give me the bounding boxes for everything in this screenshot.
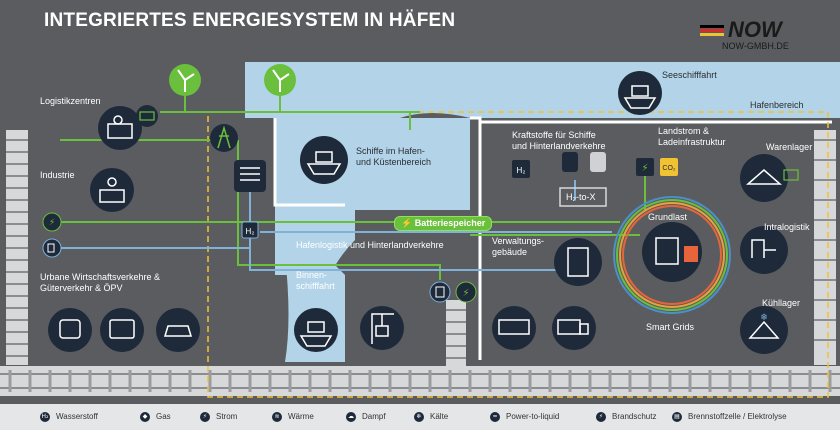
h2-to-x-box [559, 187, 607, 207]
crane-icon [360, 306, 404, 350]
label-grundlast: Grundlast [648, 212, 688, 222]
logo-word: NOW [728, 17, 784, 42]
power-icon: ⚡ [42, 212, 62, 232]
power-icon: ⚡ [200, 412, 210, 422]
fire-protection-icon: ⚡ [596, 412, 606, 422]
wind-turbine-icon [264, 64, 296, 96]
label-seeschifffahrt: Seeschifffahrt [662, 70, 717, 80]
svg-text:⚡: ⚡ [462, 288, 469, 299]
tank-icon [562, 152, 578, 172]
power-icon: ⚡ [636, 158, 654, 176]
label-logistikzentren: Logistikzentren [40, 96, 101, 106]
harbor-ship-icon [300, 136, 348, 184]
legend-item-gas: ◆Gas [140, 412, 171, 422]
label-landstrom-1: Landstrom & [658, 126, 710, 136]
label-urbane-1: Urbane Wirtschaftsverkehre & [40, 272, 161, 282]
solar-panel-icon [136, 105, 158, 127]
fuel-cell-icon [234, 160, 266, 192]
fuel-pump-icon [42, 238, 62, 258]
label-intralogistik: Intralogistik [764, 222, 810, 232]
label-schiffe-1: Schiffe im Hafen- [356, 146, 425, 156]
label-h2-to-x: H₂-to-X [566, 192, 596, 202]
label-kraftstoffe-2: und Hinterlandverkehre [512, 141, 606, 151]
logistics-center-icon [98, 106, 142, 150]
label-warenlager: Warenlager [766, 142, 813, 152]
label-hafenbereich: Hafenbereich [750, 100, 804, 110]
power-to-liquid-icon: ≈ [490, 412, 500, 422]
rail-vertical-right [814, 130, 836, 365]
hydrogen-icon: H₂ [512, 160, 530, 178]
label-urbane-2: Güterverkehr & ÖPV [40, 283, 123, 293]
rail-vertical-mid [446, 300, 466, 372]
label-hafenlogistik: Hafenlogistik und Hinterlandverkehre [296, 240, 444, 250]
label-binnen-2: schifffahrt [296, 281, 335, 291]
svg-text:❄: ❄ [760, 313, 768, 323]
label-verwaltung-1: Verwaltungs- [492, 236, 545, 246]
label-industrie: Industrie [40, 170, 75, 180]
fuel-cell-icon: ▤ [672, 412, 682, 422]
legend-item-power: ⚡Strom [200, 412, 237, 422]
gas-icon: ◆ [140, 412, 150, 422]
label-binnen-1: Binnen- [296, 270, 328, 280]
legend-item-fuel-cell: ▤Brennstoffzelle / Elektrolyse [672, 412, 787, 422]
label-schiffe-2: und Küstenbereich [356, 157, 432, 167]
now-logo: NOW NOW-GMBH.DE [700, 13, 818, 53]
smart-grid-ring [613, 196, 731, 314]
quay-edge [470, 116, 482, 360]
legend-item-cold: ❄Kälte [414, 412, 448, 422]
logo-url: NOW-GMBH.DE [722, 41, 789, 51]
wind-turbine-icon [169, 64, 201, 96]
harbor-edge [273, 118, 345, 207]
rail-horizontal [0, 366, 840, 396]
legend-item-heat: ≋Wärme [272, 412, 314, 422]
svg-text:H₂: H₂ [517, 166, 526, 175]
page-title: INTEGRIERTES ENERGIESYSTEM IN HÄFEN [44, 10, 456, 31]
forklift-icon [740, 226, 788, 274]
power-icon: ⚡ [455, 281, 477, 303]
base-load-icon [642, 222, 702, 282]
svg-text:CO₂: CO₂ [662, 165, 676, 172]
sea-ship-icon [618, 71, 662, 115]
label-verwaltung-2: gebäude [492, 247, 528, 257]
label-landstrom-2: Ladeinfrastruktur [658, 137, 726, 147]
truck-icon [552, 306, 596, 350]
car-icon [156, 308, 200, 352]
legend-item-fire-protection: ⚡Brandschutz [596, 412, 656, 422]
office-building-icon [554, 238, 602, 286]
battery-storage-badge: ⚡ Batteriespeicher [394, 216, 493, 231]
steam-icon: ☁ [346, 412, 356, 422]
inland-ship-icon [294, 308, 338, 352]
train-icon [48, 308, 92, 352]
power-pylon-icon [210, 124, 238, 152]
charging-station-icon [429, 281, 451, 303]
freight-train-icon [492, 306, 536, 350]
industry-icon [90, 168, 134, 212]
svg-text:⚡: ⚡ [641, 163, 648, 174]
rail-vertical-left [6, 130, 28, 365]
tank-icon [590, 152, 606, 172]
bus-icon [100, 308, 144, 352]
label-kuehllager: Kühllager [762, 298, 801, 308]
warehouse-icon [740, 154, 799, 202]
heat-icon: ≋ [272, 412, 282, 422]
label-kraftstoffe-1: Kraftstoffe für Schiffe [512, 130, 596, 140]
cold-icon: ❄ [414, 412, 424, 422]
sea-water [245, 62, 840, 118]
co2-icon: CO₂ [660, 158, 678, 176]
legend-item-steam: ☁Dampf [346, 412, 386, 422]
hydrogen-node-icon: H₂ [241, 221, 259, 239]
legend-item-power-to-liquid: ≈Power-to-liquid [490, 412, 559, 422]
label-smart-grids: Smart Grids [646, 322, 695, 332]
harbor-boundary [207, 111, 829, 398]
svg-text:H₂: H₂ [246, 227, 255, 236]
svg-text:⚡: ⚡ [49, 218, 55, 228]
hydrogen-icon: H₂ [40, 412, 50, 422]
cold-storage-icon: ❄ [740, 306, 788, 354]
